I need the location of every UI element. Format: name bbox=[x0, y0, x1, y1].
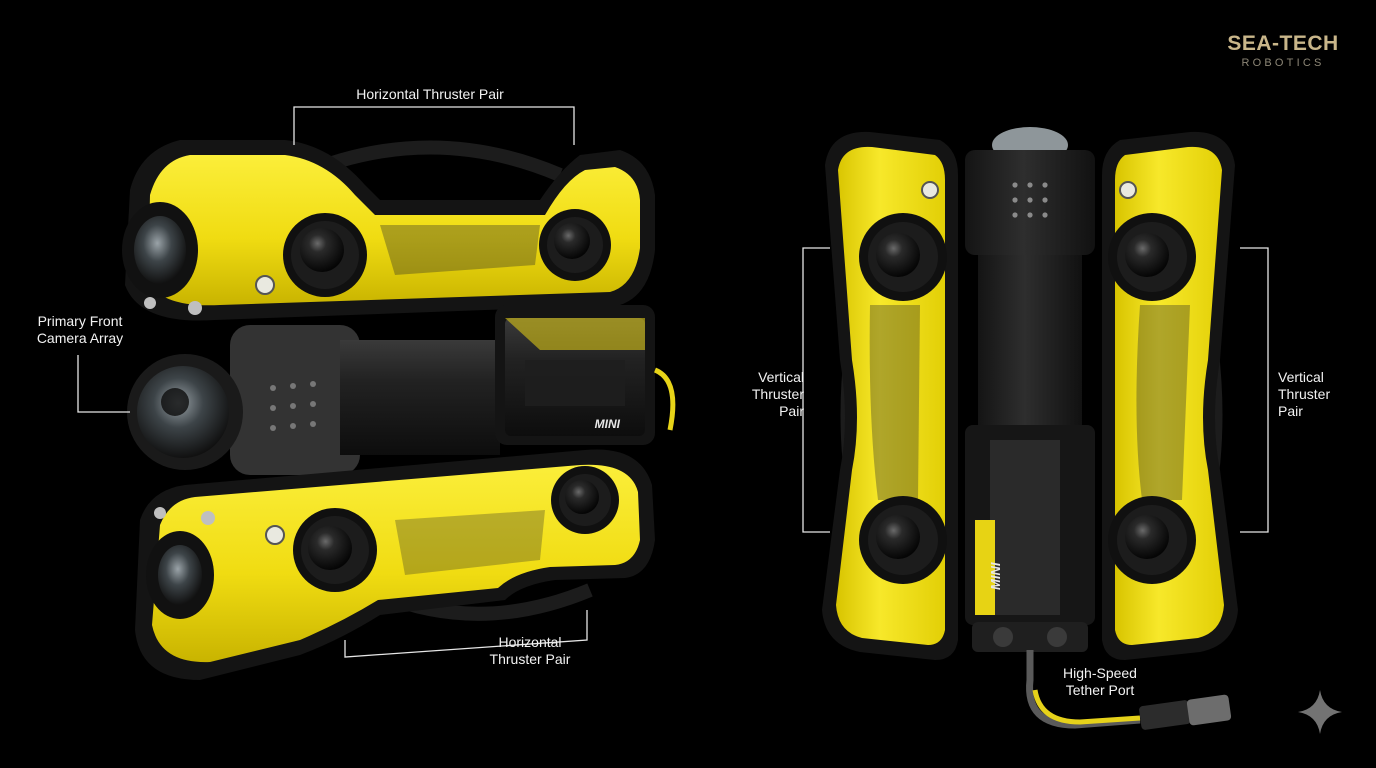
right-vertical-thruster-label: Vertical Thruster Pair bbox=[1278, 369, 1331, 419]
left-vertical-bracket bbox=[802, 247, 830, 533]
top-horizontal-bracket bbox=[293, 106, 575, 145]
brand-name: SEA-TECH bbox=[1227, 32, 1339, 55]
callout-lines bbox=[77, 106, 1269, 658]
left-float bbox=[822, 131, 958, 660]
top-float bbox=[122, 140, 655, 321]
hull-badge-top: MINI bbox=[988, 562, 1003, 590]
top-horizontal-thruster-label: Horizontal Thruster Pair bbox=[356, 86, 504, 102]
right-float bbox=[1102, 131, 1238, 660]
bottom-horizontal-bracket bbox=[344, 610, 588, 658]
right-vertical-bracket bbox=[1240, 247, 1269, 533]
camera-array-label: Primary Front Camera Array bbox=[36, 313, 124, 346]
hull-badge: MINI bbox=[595, 417, 621, 431]
tether-connector bbox=[1139, 700, 1191, 730]
left-vertical-thruster-label: Vertical Thruster Pair bbox=[751, 369, 804, 419]
tether-cable bbox=[1026, 650, 1141, 729]
bottom-horizontal-thruster-label: Horizontal Thruster Pair bbox=[489, 634, 571, 667]
center-hull: MINI bbox=[127, 305, 676, 475]
rov-top-view: MINI bbox=[822, 127, 1238, 730]
tether-port-label: High-Speed Tether Port bbox=[1063, 665, 1137, 698]
rov-front-view: MINI bbox=[122, 140, 676, 680]
bottom-float bbox=[135, 449, 655, 680]
brand-logo: SEA-TECH ROBOTICS bbox=[1208, 32, 1358, 70]
brand-tagline: ROBOTICS bbox=[1241, 57, 1325, 69]
sparkle-icon bbox=[1298, 690, 1342, 734]
center-spine: MINI bbox=[965, 127, 1232, 730]
camera-leader bbox=[77, 355, 130, 413]
